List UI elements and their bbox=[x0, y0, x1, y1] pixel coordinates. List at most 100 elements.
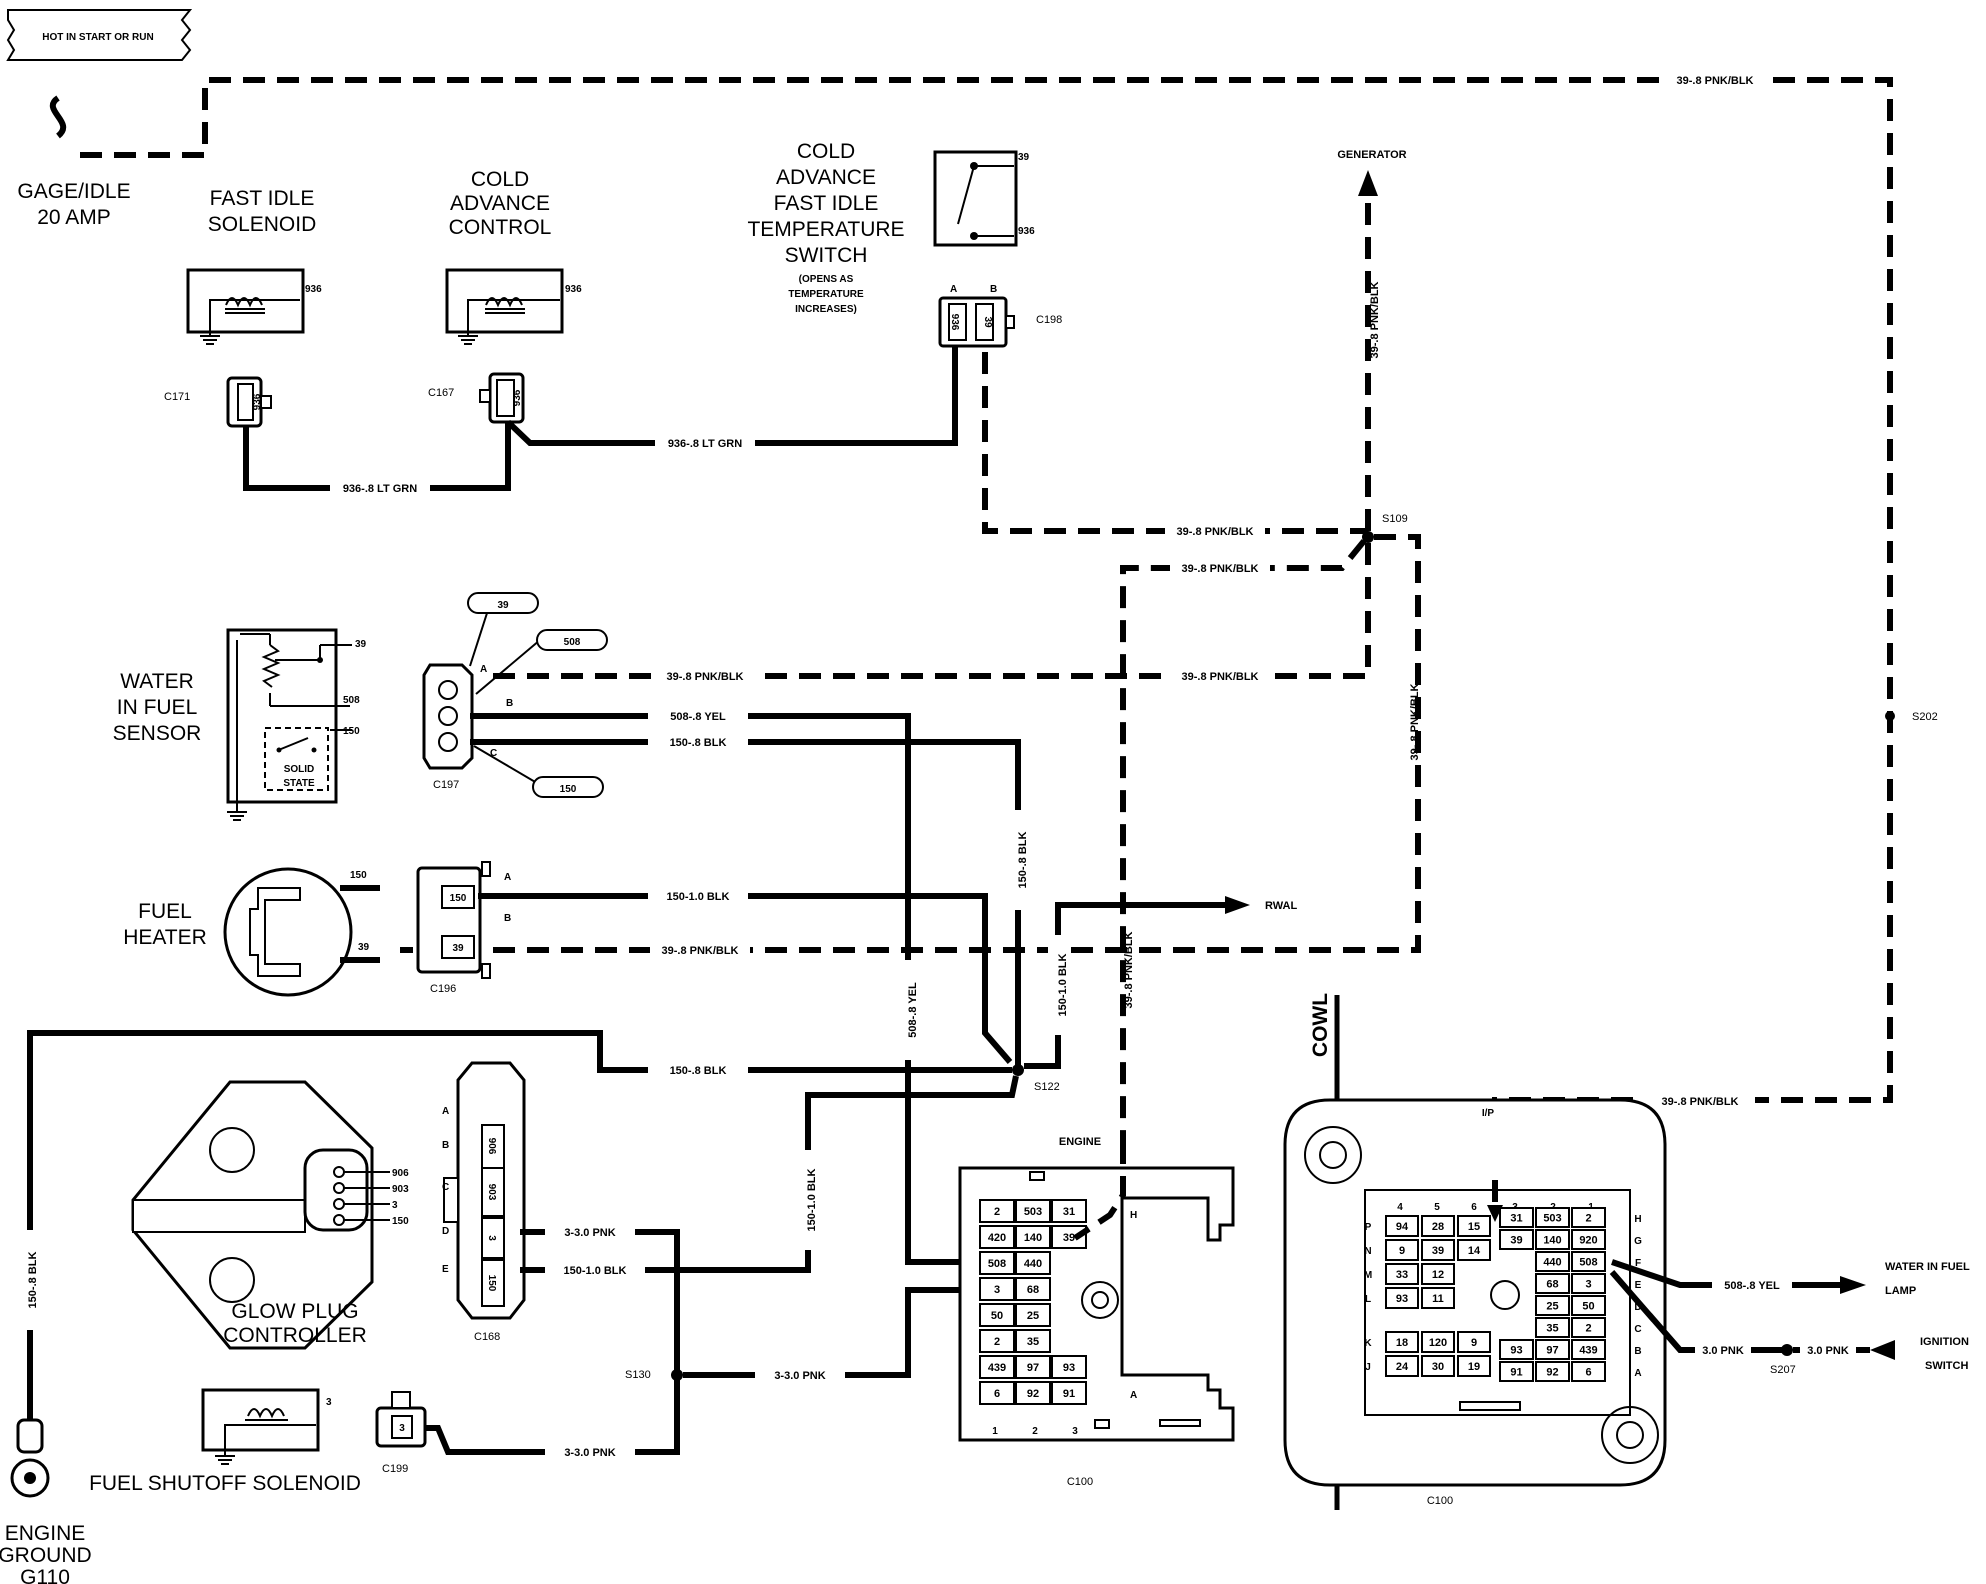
c100-ip-cavity bbox=[1385, 1287, 1419, 1309]
c100-eng-cavity-label: 2 bbox=[994, 1336, 1000, 1348]
splice-s202-label: S202 bbox=[1912, 711, 1938, 723]
svg-text:TEMPERATURE: TEMPERATURE bbox=[747, 218, 904, 241]
c100-ip-cavity-label: 35 bbox=[1546, 1323, 1558, 1335]
rwal-label: RWAL bbox=[1265, 900, 1297, 912]
svg-text:508: 508 bbox=[343, 695, 360, 706]
c100-eng-cavity bbox=[1015, 1381, 1051, 1405]
c100-ip-cavity bbox=[1385, 1331, 1419, 1353]
c100-ip-row-label: B bbox=[1634, 1346, 1641, 1357]
c100-ip-cavity bbox=[1571, 1339, 1606, 1360]
c100-ip-cavity-label: 2 bbox=[1585, 1323, 1591, 1335]
svg-text:ENGINE: ENGINE bbox=[5, 1522, 86, 1545]
c100-ip-cavity-label: 6 bbox=[1585, 1367, 1591, 1379]
svg-text:HEATER: HEATER bbox=[123, 926, 207, 949]
c100-ip-cavity bbox=[1571, 1295, 1606, 1316]
c171-label: C171 bbox=[164, 391, 190, 403]
c100-ip-cavity-label: 11 bbox=[1432, 1293, 1444, 1305]
c100-ip-cavity-label: 18 bbox=[1396, 1337, 1408, 1349]
svg-text:A: A bbox=[504, 872, 511, 883]
c100-ip-row-label: K bbox=[1364, 1338, 1372, 1349]
engine-label: ENGINE bbox=[1059, 1136, 1101, 1148]
svg-text:936: 936 bbox=[512, 389, 523, 406]
svg-text:39: 39 bbox=[358, 942, 370, 953]
svg-text:SWITCH: SWITCH bbox=[785, 244, 868, 267]
svg-text:39-.8 PNK/BLK: 39-.8 PNK/BLK bbox=[661, 945, 738, 957]
c100-eng-cavity bbox=[1015, 1251, 1051, 1275]
c100-ip-cavity bbox=[1457, 1331, 1491, 1353]
splice-s122 bbox=[1012, 1064, 1024, 1076]
c100-ip-cavity bbox=[1385, 1239, 1419, 1261]
water-in-fuel-sensor: WATER IN FUEL SENSOR SOLID STATE 39 508 … bbox=[113, 628, 367, 821]
c100-ip-cavity-label: 39 bbox=[1510, 1235, 1522, 1247]
c100-eng-cavity bbox=[1051, 1199, 1087, 1223]
svg-text:IN FUEL: IN FUEL bbox=[117, 696, 198, 719]
c197-label: C197 bbox=[433, 779, 459, 791]
c168-label: C168 bbox=[474, 1331, 500, 1343]
svg-text:GROUND: GROUND bbox=[0, 1544, 92, 1567]
c100-ip-cavity-label: 120 bbox=[1429, 1337, 1447, 1349]
c100-ip-cavity bbox=[1535, 1229, 1570, 1250]
svg-text:150: 150 bbox=[343, 726, 360, 737]
c100-eng-cavity bbox=[1015, 1277, 1051, 1301]
svg-text:150: 150 bbox=[392, 1216, 409, 1227]
svg-text:20 AMP: 20 AMP bbox=[37, 206, 111, 229]
c100-eng-cavity bbox=[1015, 1199, 1051, 1223]
c100-ip-col-label: 5 bbox=[1434, 1202, 1440, 1213]
c100-ip-row-label: A bbox=[1634, 1368, 1641, 1379]
svg-text:C: C bbox=[490, 748, 497, 759]
svg-text:39-.8 PNK/BLK: 39-.8 PNK/BLK bbox=[1181, 563, 1258, 575]
svg-text:39: 39 bbox=[355, 639, 367, 650]
c100-ip-col-label: 4 bbox=[1397, 1202, 1403, 1213]
splice-s207-label: S207 bbox=[1770, 1364, 1796, 1376]
c100-eng-cavity-label: 3 bbox=[994, 1284, 1000, 1296]
c196-label: C196 bbox=[430, 983, 456, 995]
c100-ip-row-label: L bbox=[1365, 1294, 1371, 1305]
svg-text:150-1.0 BLK: 150-1.0 BLK bbox=[1057, 953, 1069, 1016]
generator-feed: GENERATOR 39-.8 PNK/BLK bbox=[1337, 149, 1407, 531]
c167-label: C167 bbox=[428, 387, 454, 399]
svg-text:3: 3 bbox=[486, 1235, 497, 1241]
c100-eng-cavity bbox=[1015, 1225, 1051, 1249]
c100-ip-cavity-label: 33 bbox=[1396, 1269, 1408, 1281]
wire-150-blk-heater bbox=[478, 893, 1013, 1064]
c100-ip-row-label: C bbox=[1634, 1324, 1641, 1335]
svg-text:B: B bbox=[506, 698, 513, 709]
c100-ip-cavity-label: 28 bbox=[1432, 1221, 1444, 1233]
svg-text:3: 3 bbox=[326, 1397, 332, 1408]
fuse-label: GAGE/IDLE 20 AMP bbox=[17, 180, 130, 229]
c100-eng-cavity-label: 25 bbox=[1027, 1310, 1039, 1322]
svg-text:H: H bbox=[1130, 1210, 1137, 1221]
svg-text:508-.8 YEL: 508-.8 YEL bbox=[907, 982, 919, 1038]
svg-text:ADVANCE: ADVANCE bbox=[450, 192, 550, 215]
c100-ip-cavity bbox=[1571, 1207, 1606, 1228]
c100-ip-cavity bbox=[1499, 1207, 1534, 1228]
c100-eng-cavity bbox=[1051, 1381, 1087, 1405]
c100-ip-cavity-label: 24 bbox=[1396, 1361, 1409, 1373]
c100-ip-cavity-label: 2 bbox=[1585, 1213, 1591, 1225]
c100-eng-cavity bbox=[979, 1277, 1015, 1301]
wire-936-a bbox=[243, 422, 511, 491]
c100-ip-cavity bbox=[1421, 1287, 1455, 1309]
fuel-heater: FUEL HEATER 150 39 bbox=[123, 867, 380, 997]
temperature-switch: COLD ADVANCE FAST IDLE TEMPERATURE SWITC… bbox=[747, 140, 1035, 315]
svg-text:150-.8 BLK: 150-.8 BLK bbox=[1017, 832, 1029, 889]
c100-ip-cavity-label: 97 bbox=[1546, 1345, 1558, 1357]
c100-eng-cavity-label: 2 bbox=[994, 1206, 1000, 1218]
svg-text:39: 39 bbox=[497, 600, 509, 611]
c100-ip-row-label: J bbox=[1365, 1362, 1371, 1373]
c100-engine-label: C100 bbox=[1067, 1476, 1093, 1488]
c100-eng-cavity bbox=[979, 1225, 1015, 1249]
svg-text:3-3.0 PNK: 3-3.0 PNK bbox=[564, 1447, 615, 1459]
svg-text:FUEL: FUEL bbox=[138, 900, 192, 923]
c100-ip-cavity bbox=[1571, 1317, 1606, 1338]
wire-3-pnk-c100 bbox=[683, 1287, 975, 1378]
c100-ip-cavity-label: 9 bbox=[1399, 1245, 1405, 1257]
c100-eng-cavity-label: 97 bbox=[1027, 1362, 1039, 1374]
c100-ip-cavity bbox=[1535, 1339, 1570, 1360]
svg-text:ADVANCE: ADVANCE bbox=[776, 166, 876, 189]
svg-text:39: 39 bbox=[1018, 152, 1030, 163]
svg-text:SOLID: SOLID bbox=[284, 764, 315, 775]
c100-ip-cavity bbox=[1535, 1361, 1570, 1382]
